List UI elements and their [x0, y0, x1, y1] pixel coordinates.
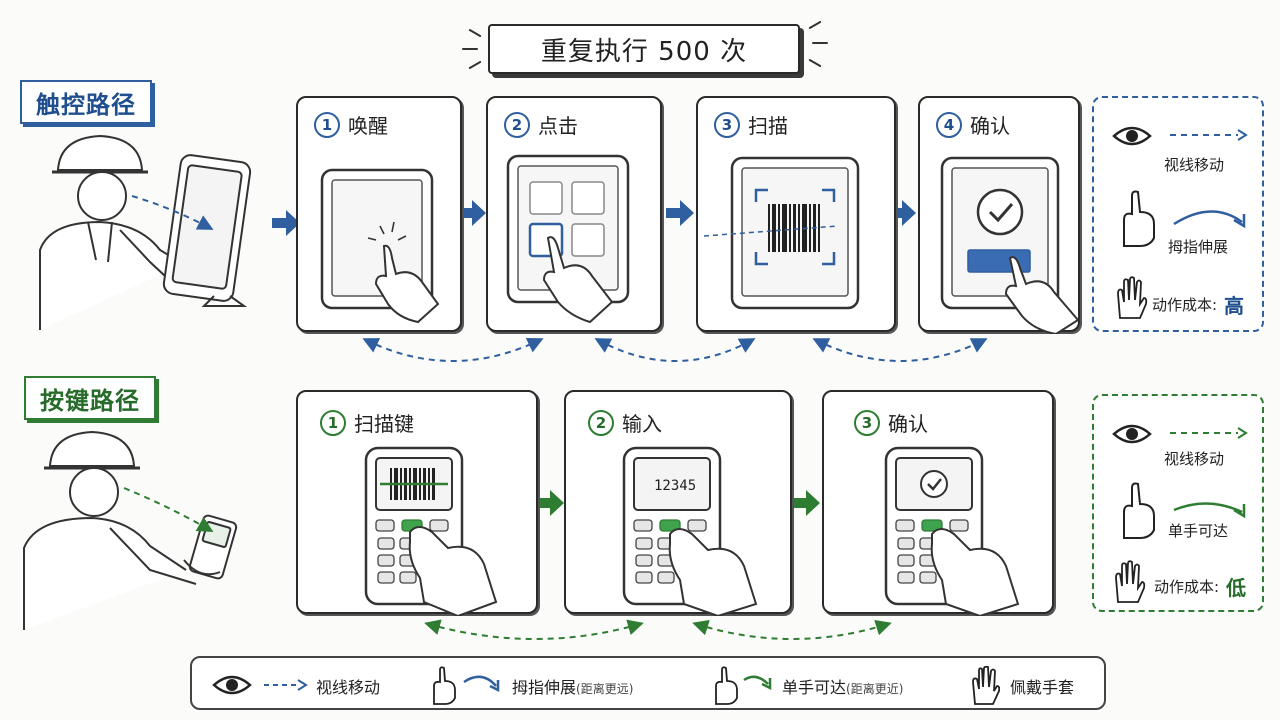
input-screen-value: 12345: [654, 478, 697, 494]
touch-step-scan: 3 扫描: [696, 96, 896, 332]
banner-tick: [468, 28, 482, 38]
input-handheld-illustration: [622, 446, 758, 616]
step-number: 4: [936, 111, 962, 138]
touch-step-confirm: 4 确认: [918, 96, 1080, 334]
thumb-icon: [433, 666, 456, 705]
flow-arrow: [666, 200, 694, 226]
legend-thumb-label: 拇指伸展: [1168, 238, 1229, 256]
step-number: 2: [504, 111, 530, 138]
bottom-legend-gaze: 视线移动: [316, 678, 381, 697]
scan-key-handheld-illustration: [364, 446, 498, 616]
confirm-tablet-illustration: [940, 156, 1080, 334]
step-label: 唤醒: [348, 114, 388, 138]
worker-touch-illustration: [39, 134, 252, 330]
step-number: 2: [588, 409, 614, 436]
touch-path-label: 触控路径: [20, 80, 152, 124]
touch-step-wake: 1 唤醒: [296, 96, 462, 332]
banner-tick: [812, 42, 828, 44]
legend-gaze-label: 视线移动: [1164, 156, 1225, 174]
step-number: 1: [320, 409, 346, 436]
legend-cost-value: 低: [1226, 576, 1246, 600]
legend-cost-label: 动作成本:: [1152, 296, 1218, 314]
banner-tick: [808, 20, 822, 30]
key-step-scan-key: 1 扫描键: [296, 390, 538, 616]
legend-cost-value: 高: [1224, 294, 1244, 318]
banner-tick: [468, 60, 482, 70]
glove-icon: [1117, 276, 1148, 319]
step-label: 点击: [538, 114, 578, 138]
step-label: 确认: [970, 114, 1010, 138]
dashed-arrow-icon: [1170, 427, 1248, 439]
legend-cost-label: 动作成本:: [1154, 578, 1220, 596]
key-gaze-curves: [424, 619, 892, 640]
page-title: 重复执行 500 次: [540, 36, 748, 67]
worker-key-illustration: [23, 430, 238, 630]
tap-tablet-illustration: [506, 154, 630, 324]
bottom-legend: 视线移动 拇指伸展(距离更远) 单手可达(距离更近) 佩戴手套: [190, 656, 1106, 710]
key-gaze-arrow: [123, 487, 214, 532]
step-label: 扫描: [748, 114, 788, 138]
curved-arrow-icon: [463, 675, 500, 693]
step-label: 确认: [888, 412, 928, 436]
dashed-arrow-icon: [1170, 129, 1248, 141]
eye-icon: [1112, 424, 1152, 444]
step-label: 输入: [622, 412, 662, 436]
flow-arrow: [792, 490, 820, 516]
wake-tablet-illustration: [320, 168, 440, 324]
key-step-input: 2 输入 12345: [564, 390, 792, 616]
check-icon: [976, 188, 1024, 236]
bottom-legend-one-hand-note: (距离更近): [846, 682, 904, 696]
confirm-handheld-illustration: [884, 446, 1020, 616]
thumb-icon: [1123, 190, 1155, 247]
bottom-legend-one-hand: 单手可达: [782, 678, 847, 697]
bottom-legend-thumb-stretch: 拇指伸展: [512, 678, 577, 697]
legend-gaze-label: 视线移动: [1164, 450, 1225, 468]
banner-tick: [462, 48, 478, 50]
touch-step-tap: 2 点击: [486, 96, 662, 332]
eye-icon: [212, 675, 252, 695]
banner-tick: [808, 58, 822, 68]
touch-gaze-curves: [362, 337, 988, 362]
check-icon: [920, 470, 948, 498]
step-number: 3: [714, 111, 740, 138]
key-path-label-text: 按键路径: [40, 386, 140, 415]
touch-gaze-arrow: [131, 195, 214, 230]
key-path-label: 按键路径: [24, 376, 156, 420]
key-step-confirm: 3 确认: [822, 390, 1054, 616]
glove-icon: [1115, 560, 1146, 603]
key-legend-box: 视线移动 单手可达 动作成本: 低: [1092, 394, 1264, 612]
scan-tablet-illustration: [703, 156, 860, 310]
glove-icon: [972, 666, 1000, 705]
thumb-icon: [715, 666, 738, 705]
title-banner: 重复执行 500 次: [488, 24, 800, 74]
step-number: 1: [314, 111, 340, 138]
thumb-icon: [1123, 482, 1155, 539]
step-label: 扫描键: [354, 412, 414, 436]
touch-path-label-text: 触控路径: [36, 90, 136, 119]
curved-arrow-icon: [1173, 210, 1246, 229]
bottom-legend-thumb-stretch-note: (距离更远): [576, 682, 634, 696]
dashed-arrow-icon: [264, 679, 308, 691]
step-number: 3: [854, 409, 880, 436]
bottom-legend-glove: 佩戴手套: [1010, 678, 1075, 697]
eye-icon: [1112, 126, 1152, 146]
legend-thumb-label: 单手可达: [1168, 522, 1229, 540]
curved-arrow-icon: [1173, 502, 1246, 519]
curved-arrow-icon: [743, 675, 772, 691]
flow-arrow: [536, 490, 564, 516]
touch-legend-box: 视线移动 拇指伸展 动作成本: 高: [1092, 96, 1264, 332]
